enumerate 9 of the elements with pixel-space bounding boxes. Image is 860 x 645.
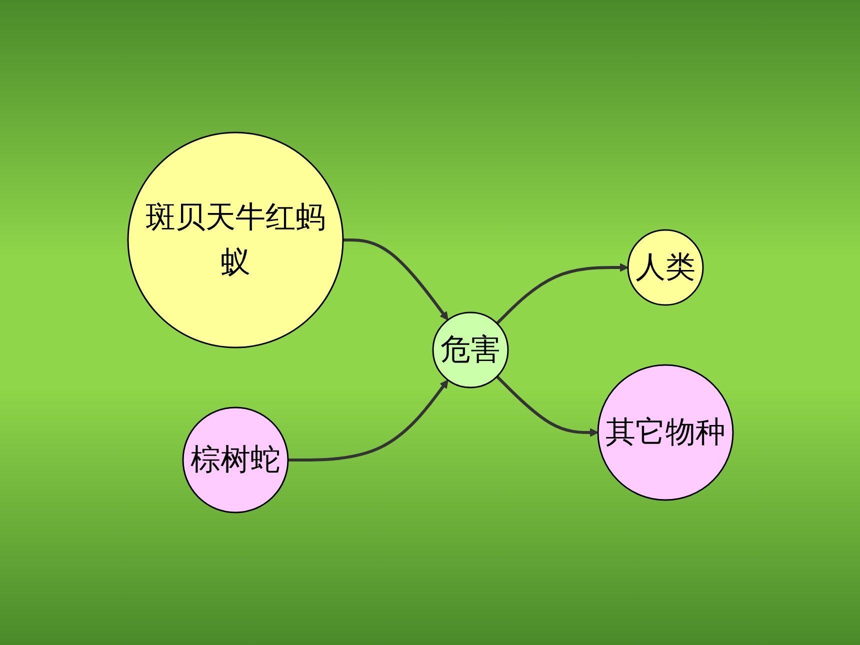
node-circle: 棕树蛇: [182, 406, 288, 514]
arrow: [495, 263, 628, 325]
arrow: [495, 375, 598, 437]
node-circle: 其它物种: [596, 364, 734, 501]
arrow: [342, 238, 448, 320]
node-circle: 人类: [626, 229, 704, 306]
node-circle: 斑贝天牛红蚂蚁: [126, 132, 344, 348]
node-circle: 危害: [432, 312, 508, 388]
arrow: [288, 380, 448, 462]
